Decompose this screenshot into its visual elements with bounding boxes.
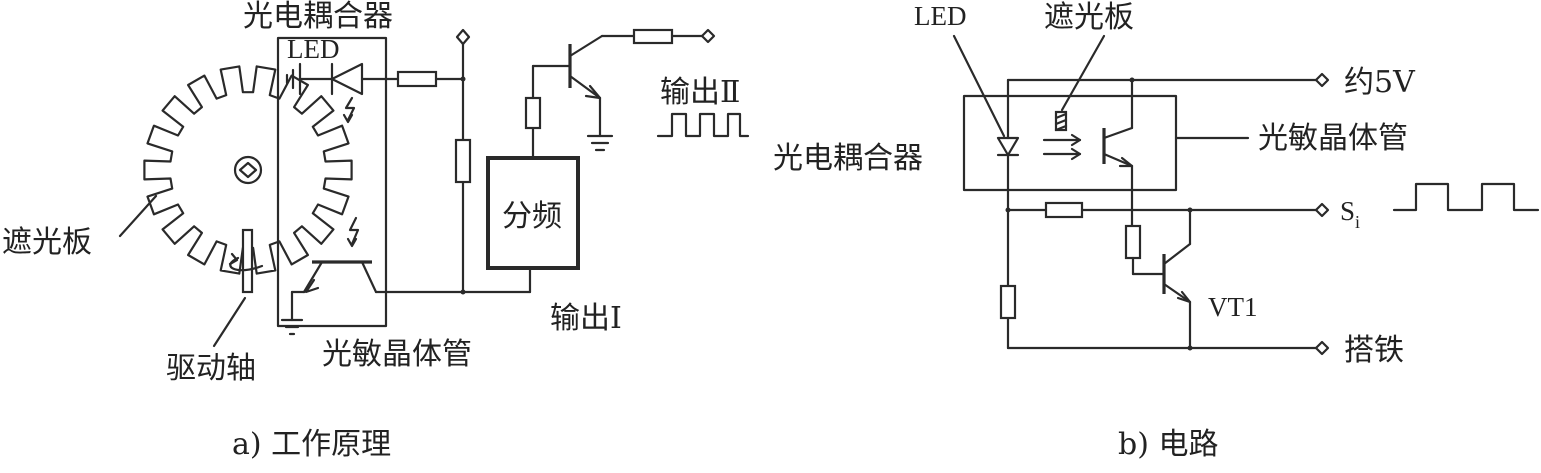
transistor-vt1 <box>1162 208 1192 350</box>
caption-a: a) 工作原理 <box>232 427 391 462</box>
rotation-arrow <box>229 256 264 272</box>
phototransistor-arrow <box>304 278 320 294</box>
shutter-disk-teeth <box>143 65 353 275</box>
label-divider: 分频 <box>502 199 562 234</box>
supply-terminal-b <box>1314 72 1330 88</box>
label-led-b: LED <box>914 1 966 31</box>
signal-terminal <box>1314 202 1330 218</box>
output2-terminal <box>700 28 716 44</box>
signal-waveform <box>1392 182 1540 212</box>
diagram-b: LED 遮光板 光电耦合器 光敏晶体管 约5V Si VT1 搭铁 b) 电路 <box>773 0 1540 462</box>
label-phototransistor-b: 光敏晶体管 <box>1258 121 1408 156</box>
drive-shaft <box>241 228 254 294</box>
label-vt1: VT1 <box>1208 292 1258 322</box>
supply-terminal-a <box>455 28 471 46</box>
label-led-a: LED <box>287 34 339 64</box>
diagram-a: 光电耦合器 LED 遮光板 驱动轴 光敏晶体管 分频 输出Ⅰ 输出Ⅱ a) 工作… <box>2 0 750 462</box>
base-resistor-vt1 <box>1124 224 1142 260</box>
label-output2: 输出Ⅱ <box>660 75 740 110</box>
label-shutter-a: 遮光板 <box>2 225 92 260</box>
label-shutter-b: 遮光板 <box>1044 0 1134 35</box>
label-phototransistor-a: 光敏晶体管 <box>322 337 472 372</box>
label-optocoupler-b: 光电耦合器 <box>773 141 923 176</box>
left-resistor-b <box>999 284 1017 320</box>
output2-waveform <box>656 112 750 138</box>
optocoupler-housing-b <box>962 94 1178 192</box>
light-ray-down <box>344 96 356 122</box>
led-resistor <box>396 70 438 88</box>
label-supply: 约5V <box>1344 65 1416 100</box>
output-transistor-a <box>568 28 716 152</box>
rotation-arrow-head <box>228 252 239 266</box>
shaft-leader <box>212 296 247 348</box>
shutter-leader-b <box>1060 34 1106 112</box>
led-leader-b <box>952 34 1006 138</box>
collector-resistor <box>632 28 674 45</box>
label-output1: 输出Ⅰ <box>550 301 622 336</box>
label-signal: Si <box>1340 196 1360 232</box>
label-ground: 搭铁 <box>1344 333 1404 368</box>
led-diode-symbol-b <box>996 136 1020 157</box>
disk-hub-inner <box>238 161 258 179</box>
phototransistor-a <box>280 216 532 336</box>
caption-b: b) 电路 <box>1118 427 1218 462</box>
signal-resistor <box>1044 201 1084 219</box>
shutter-leader-a <box>118 194 158 238</box>
phototransistor-b <box>1102 126 1134 228</box>
divider-block <box>486 156 580 270</box>
optocoupler-housing-a <box>276 36 388 328</box>
label-shaft: 驱动轴 <box>166 351 256 386</box>
divider-output-resistor <box>524 96 542 130</box>
shutter-disk <box>143 65 353 275</box>
ground-terminal-b <box>1314 340 1330 356</box>
pullup-resistor-a <box>454 138 472 184</box>
disk-hub-outer <box>233 155 263 185</box>
led-a <box>285 62 465 124</box>
led-diode-symbol <box>330 62 364 96</box>
label-optocoupler-a: 光电耦合器 <box>243 0 393 34</box>
light-ray-up <box>348 216 360 246</box>
